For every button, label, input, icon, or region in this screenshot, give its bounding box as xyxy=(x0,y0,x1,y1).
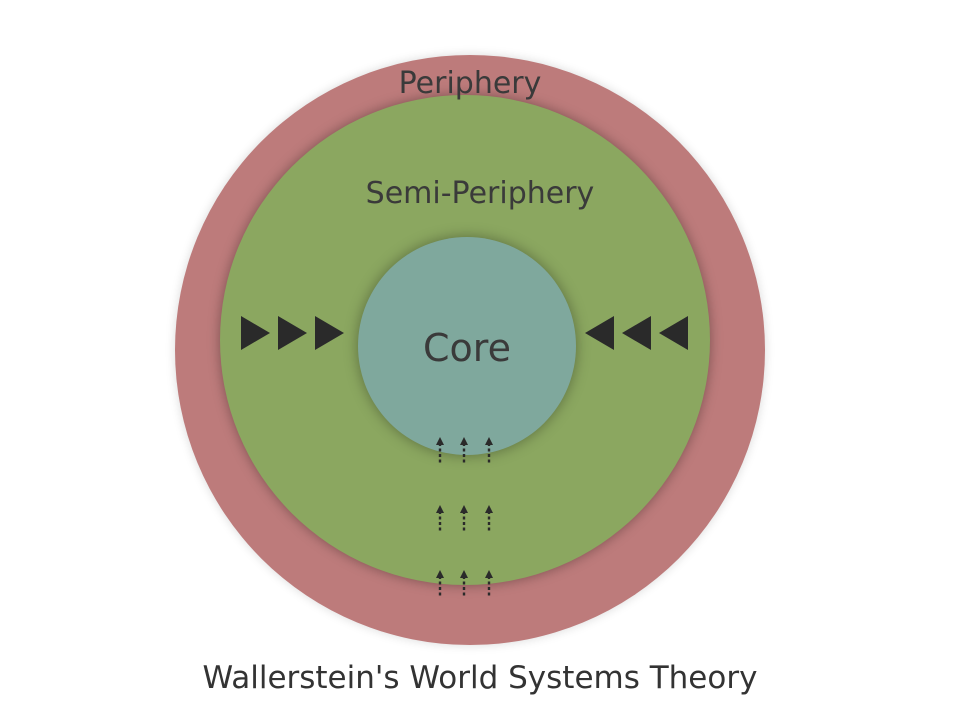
dotted-up-arrow-icon xyxy=(485,570,493,598)
triangle-arrow-icon xyxy=(278,316,307,350)
left-pointing-arrows-icon xyxy=(585,316,688,350)
periphery-label: Periphery xyxy=(398,66,542,101)
triangle-arrow-icon xyxy=(241,316,270,350)
triangle-arrow-icon xyxy=(622,316,651,350)
triangle-arrow-icon xyxy=(585,316,614,350)
semi-periphery-label: Semi-Periphery xyxy=(365,176,595,211)
triangle-arrow-icon xyxy=(659,316,688,350)
dotted-up-arrow-icon xyxy=(485,437,493,465)
dotted-up-arrow-icon xyxy=(460,505,468,533)
dotted-up-arrow-icon xyxy=(436,437,444,465)
core-label: Core xyxy=(423,326,511,370)
dotted-up-arrow-icon xyxy=(485,505,493,533)
triangle-arrow-icon xyxy=(315,316,344,350)
dotted-up-arrow-icon xyxy=(460,437,468,465)
diagram-caption: Wallerstein's World Systems Theory xyxy=(202,660,758,696)
right-pointing-arrows-icon xyxy=(241,316,344,350)
dotted-up-arrow-icon xyxy=(436,505,444,533)
dotted-up-arrow-icon xyxy=(436,570,444,598)
upward-arrows-icon xyxy=(436,437,493,598)
dotted-up-arrow-icon xyxy=(460,570,468,598)
core-circle xyxy=(358,237,576,455)
